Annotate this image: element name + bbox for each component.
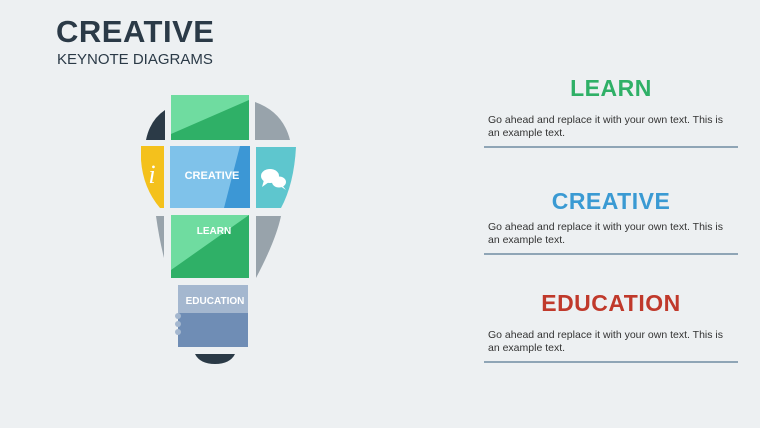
bulb-top-right-segment <box>255 102 290 140</box>
bulb-creative-label: CREATIVE <box>185 170 240 182</box>
bulb-info-segment <box>141 146 164 208</box>
section-creative-divider <box>484 253 738 255</box>
bulb-learn-highlight <box>171 215 249 270</box>
section-education: EDUCATION Go ahead and replace it with y… <box>484 290 738 363</box>
bulb-creative-highlight <box>170 146 240 208</box>
section-education-divider <box>484 361 738 363</box>
chat-bubbles-icon <box>261 169 286 190</box>
section-education-heading: EDUCATION <box>541 290 681 316</box>
bulb-learn-label: LEARN <box>197 226 231 237</box>
section-education-text: Go ahead and replace it with your own te… <box>488 329 724 354</box>
section-learn-text: Go ahead and replace it with your own te… <box>488 114 724 139</box>
section-learn-divider <box>484 146 738 148</box>
section-creative-text: Go ahead and replace it with your own te… <box>488 221 724 246</box>
section-creative: CREATIVE Go ahead and replace it with yo… <box>484 188 738 255</box>
lightbulb-diagram: i CREATIVE LEARN EDUCATION <box>141 95 296 364</box>
section-learn: LEARN Go ahead and replace it with your … <box>484 75 738 148</box>
bulb-lower-left-segment <box>156 216 164 258</box>
page-subtitle: KEYNOTE DIAGRAMS <box>57 51 213 68</box>
info-icon: i <box>148 160 155 189</box>
bulb-tip <box>195 354 235 364</box>
bulb-base-highlight <box>178 285 248 313</box>
page-title: CREATIVE <box>56 14 215 49</box>
bulb-thread-ridges <box>175 313 181 335</box>
bulb-education-label: EDUCATION <box>186 296 245 307</box>
bulb-lower-right-segment <box>256 216 281 278</box>
bulb-top-left-segment <box>146 110 165 140</box>
section-creative-heading: CREATIVE <box>551 188 671 214</box>
section-learn-heading: LEARN <box>570 75 652 101</box>
bulb-top-center-highlight <box>171 95 249 134</box>
